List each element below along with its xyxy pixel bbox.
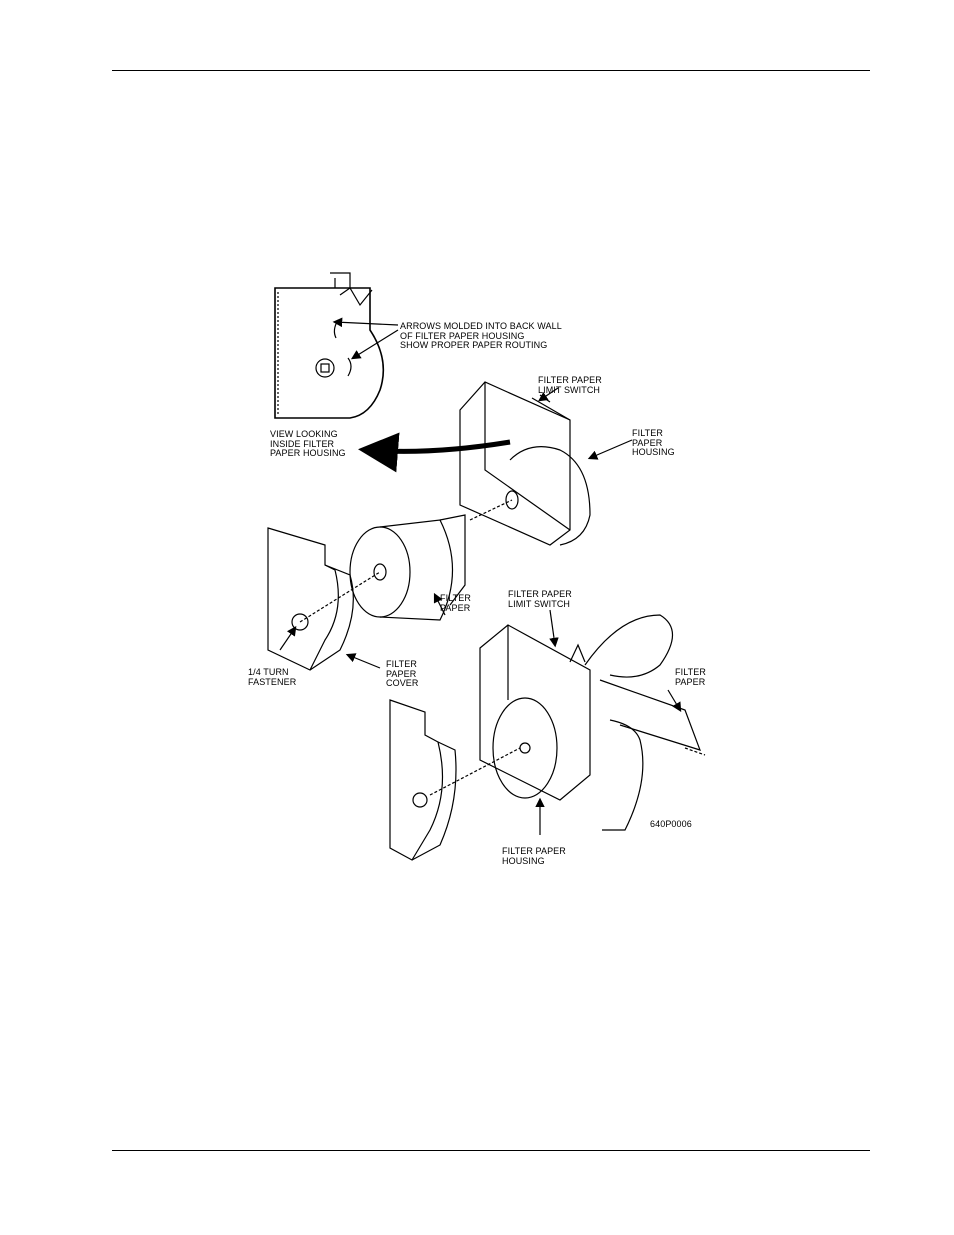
bottom-housing [479,624,591,801]
lower-cover [389,699,521,861]
label-filter-paper-mid: FILTER PAPER [440,593,471,613]
top-housing [459,381,591,546]
footer-rule [112,1150,870,1151]
filter-paper-installation-figure: ARROWS MOLDED INTO BACK WALL OF FILTER P… [240,270,720,880]
figure-drawing [267,272,706,861]
label-paper-cover: FILTER PAPER COVER [386,659,419,688]
paper-roll [349,514,466,621]
label-housing-bottom: FILTER PAPER HOUSING [502,846,566,866]
label-quarter-turn: 1/4 TURN FASTENER [248,667,297,687]
label-limit-switch-top: FILTER PAPER LIMIT SWITCH [538,375,602,395]
label-arrows-molded: ARROWS MOLDED INTO BACK WALL OF FILTER P… [400,321,562,350]
view-arrow [358,432,511,473]
label-figure-id: 640P0006 [650,819,692,829]
header-rule [112,70,870,71]
upper-cover [267,527,381,671]
label-view-looking: VIEW LOOKING INSIDE FILTER PAPER HOUSING [270,429,346,458]
inset-housing-view [274,272,385,419]
hands-and-paper [584,614,706,831]
label-housing-top: FILTER PAPER HOUSING [632,428,675,457]
label-limit-switch-bottom: FILTER PAPER LIMIT SWITCH [508,589,572,609]
label-filter-paper-right: FILTER PAPER [675,667,706,687]
